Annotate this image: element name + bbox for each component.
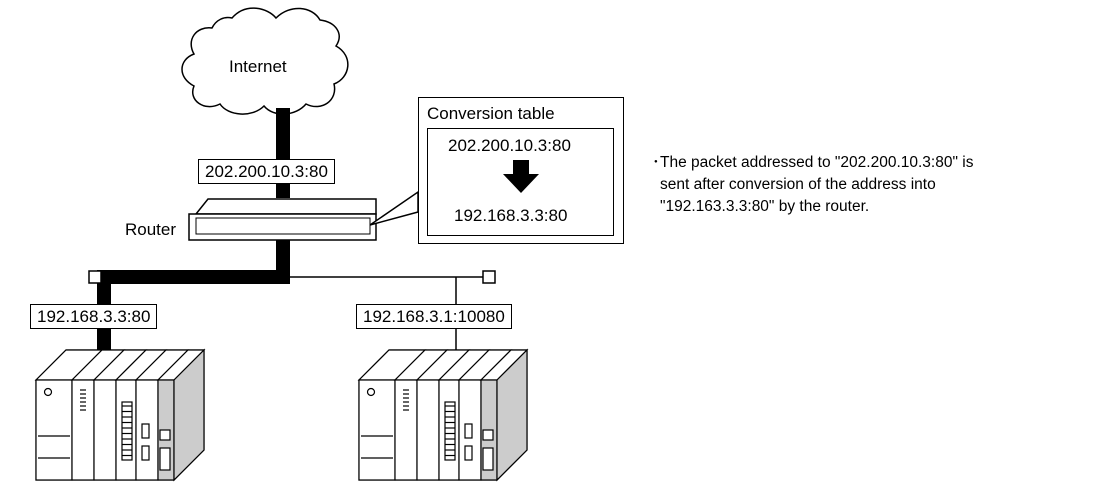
explanation-note: ･ The packet addressed to "202.200.10.3:…: [652, 152, 1080, 218]
conversion-from-address: 202.200.10.3:80: [448, 136, 571, 155]
plc-icon: [357, 348, 529, 482]
terminator-right: [482, 270, 496, 284]
router-label: Router: [125, 220, 177, 239]
conversion-table-body: 202.200.10.3:80 192.168.3.3:80: [427, 128, 614, 236]
internet-label: Internet: [229, 57, 287, 76]
wan-packet-path: [276, 108, 290, 198]
host-address-label-right: 192.168.3.1:10080: [356, 304, 512, 329]
note-line: sent after conversion of the address int…: [660, 176, 936, 194]
host-address-label-left: 192.168.3.3:80: [30, 304, 158, 329]
conversion-arrow-icon: [503, 160, 539, 193]
conversion-table-title: Conversion table: [427, 104, 555, 123]
conversion-table-callout: Conversion table 202.200.10.3:80 192.168…: [418, 97, 624, 244]
note-line: "192.163.3.3:80" by the router.: [660, 198, 870, 216]
wan-address-label: 202.200.10.3:80: [198, 159, 335, 184]
note-bullet: ･: [652, 154, 660, 171]
note-line: The packet addressed to "202.200.10.3:80…: [660, 154, 974, 171]
callout-pointer: [369, 190, 419, 226]
terminator-left: [88, 270, 102, 284]
router-icon: [188, 198, 377, 241]
plc-icon: [34, 348, 206, 482]
conversion-to-address: 192.168.3.3:80: [454, 206, 568, 225]
